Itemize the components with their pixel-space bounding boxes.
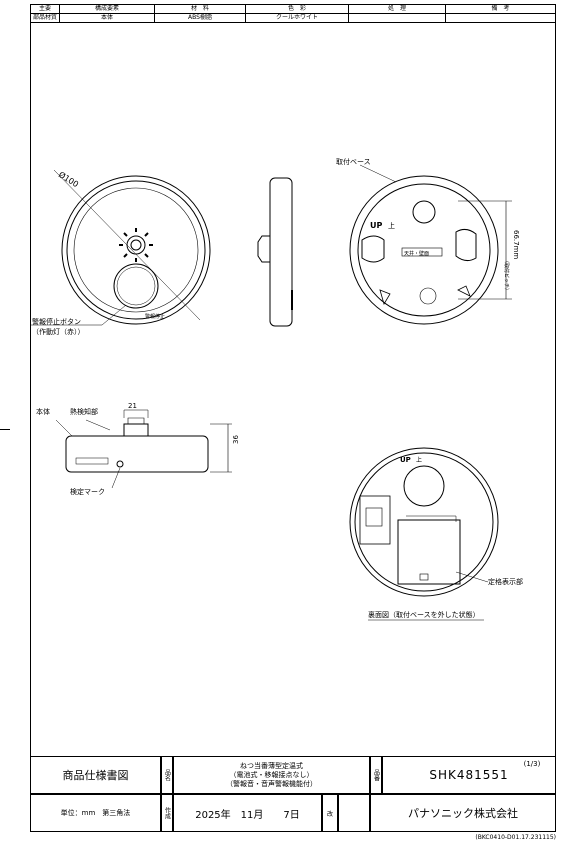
created-date: 2025年 11月 7日: [173, 794, 322, 832]
doc-type: 商品仕様書図: [30, 756, 161, 794]
sensor-label: 熱検知部: [70, 407, 98, 416]
title-block: 商品仕様書図 品名 ねつ当番薄型定温式 （電池式・移報接点なし） （警報音・音声…: [30, 756, 556, 832]
back-up-mark: UP: [400, 456, 411, 464]
cell-remarks-2: [445, 13, 556, 23]
rating-label: 定格表示部: [488, 577, 523, 586]
binding-mark: [0, 429, 10, 430]
side-elevation-view: 21 36 本体 熱検知部 検定マーク: [36, 402, 240, 496]
product-name: ねつ当番薄型定温式 （電池式・移報接点なし） （警報音・音声警報機能付）: [173, 756, 370, 794]
footer-code: (BKC0410-D01.17.231115): [475, 834, 556, 841]
cell-treatment-2: [348, 13, 447, 23]
unit-projection: 単位：mm 第三角法: [30, 794, 161, 832]
company-name: パナソニック株式会社: [370, 794, 556, 832]
base-label: 取付ベース: [336, 157, 371, 166]
name-caption: 品名: [161, 756, 173, 794]
pitch-value: 66.7mm: [512, 230, 520, 259]
height-36: 36: [232, 435, 240, 444]
header-row-2: 部品材質 本体 ABS樹脂 クールホワイト: [29, 13, 556, 23]
product-line-3: （警報音・音声警報機能付）: [226, 779, 317, 788]
product-line-2: （電池式・移報接点なし）: [229, 770, 314, 779]
stop-button-note: （作動灯（赤））: [32, 327, 85, 336]
diameter-label: Ø100: [57, 169, 81, 189]
model-number: SHK481551: [382, 756, 556, 794]
ceiling-wall-text: 天井・壁面: [404, 250, 429, 257]
cell-main-2: 部品材質: [29, 13, 61, 23]
spec-header-table: 主要 構成要素 材 料 色 彩 処 理 備 考 部品材質 本体 ABS樹脂 クー…: [29, 4, 556, 23]
front-view: Ø100 警報停止 警報停止ボタン （作動灯（赤））: [30, 169, 211, 336]
stop-text-on-unit: 警報停止: [145, 313, 165, 320]
stop-button-label: 警報停止ボタン: [32, 317, 81, 326]
page-number: (1/3): [523, 760, 541, 768]
pitch-note: （取付ピッチ）: [503, 258, 510, 293]
body-label: 本体: [36, 407, 50, 416]
up-mark: UP: [370, 221, 382, 230]
created-caption: 作成: [161, 794, 173, 832]
base-view: 取付ベース UP 上 天井・壁面 66.7mm （取付ピッチ）: [336, 157, 520, 325]
up-top: 上: [388, 221, 395, 230]
product-line-1: ねつ当番薄型定温式: [240, 761, 303, 770]
side-view: [257, 177, 293, 327]
number-caption: 品番: [370, 756, 382, 794]
revision-value: [338, 794, 370, 832]
back-view: UP 上 定格表示部 裏面図（取付ベースを外した状態）: [349, 447, 523, 621]
back-view-label: 裏面図（取付ベースを外した状態）: [368, 610, 480, 619]
inspect-label: 検定マーク: [70, 487, 105, 496]
back-up-top: 上: [416, 456, 422, 464]
width-21: 21: [128, 402, 137, 410]
technical-drawing: Ø100 警報停止 警報停止ボタン （作動灯（赤）） 取付ベース UP 上 天井…: [30, 157, 523, 621]
revision-caption: 改: [322, 794, 338, 832]
